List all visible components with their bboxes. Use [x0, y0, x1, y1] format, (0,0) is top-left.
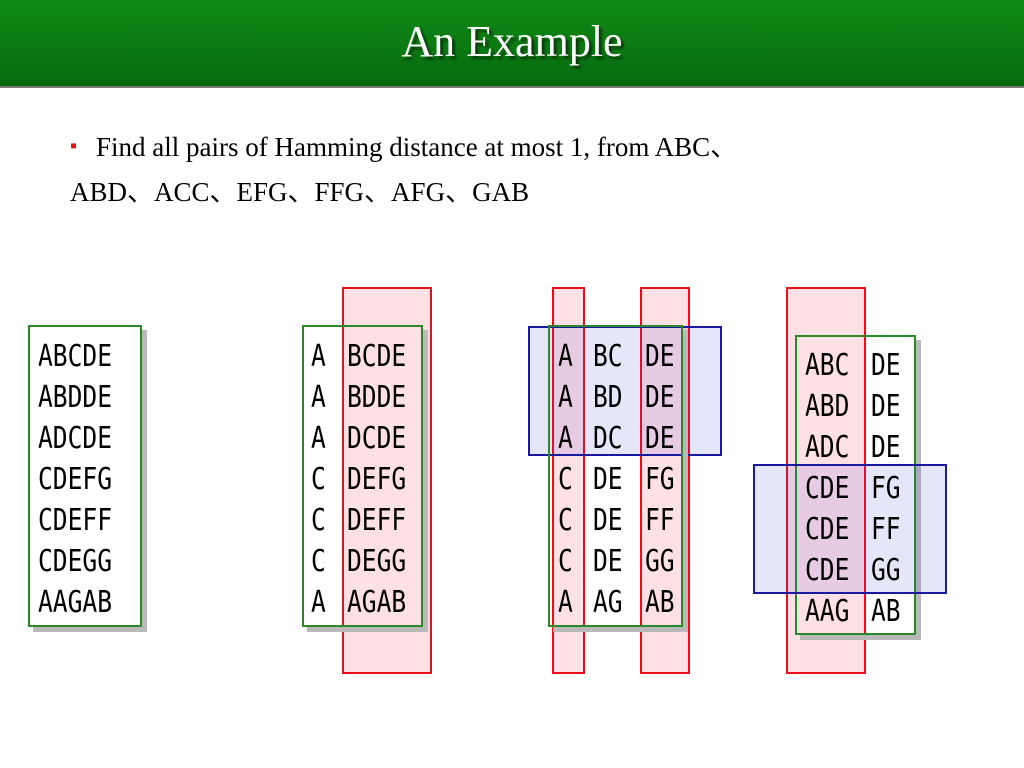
group3-col1: A A A C C C A	[558, 339, 573, 620]
string-box-4	[795, 335, 916, 635]
bullet-indent: ▪	[70, 126, 96, 171]
bullet-icon: ▪	[70, 135, 78, 157]
highlight-blue-group4	[753, 464, 947, 594]
string-box-2	[302, 325, 423, 627]
group1-strings: ABCDE ABDDE ADCDE CDEFG CDEFF CDEGG AAGA…	[38, 339, 113, 620]
string-box-1	[28, 325, 142, 627]
group2-prefix: A A A C C C A	[311, 339, 326, 620]
group3-col3: DE DE DE FG FF GG AB	[645, 339, 675, 620]
highlight-red-group4	[786, 287, 866, 674]
highlight-red-group3-left	[552, 287, 585, 674]
highlight-blue-group3	[528, 326, 722, 456]
string-box-3	[548, 325, 683, 627]
slide-title: An Example	[401, 17, 623, 66]
group4-col1: ABC ABD ADC CDE CDE CDE AAG	[805, 348, 850, 629]
bullet-text: ▪ Find all pairs of Hamming distance at m…	[70, 126, 930, 213]
bullet-line-2: ABD、ACC、EFG、FFG、AFG、GAB	[70, 177, 530, 207]
highlight-red-group2	[342, 287, 432, 674]
bullet-line-1: Find all pairs of Hamming distance at mo…	[96, 132, 738, 162]
group2-suffix: BCDE BDDE DCDE DEFG DEFF DEGG AGAB	[347, 339, 407, 620]
group4-col2: DE DE DE FG FF GG AB	[871, 348, 901, 629]
title-bar: An Example	[0, 0, 1024, 88]
group3-col2: BC BD DC DE DE DE AG	[593, 339, 623, 620]
